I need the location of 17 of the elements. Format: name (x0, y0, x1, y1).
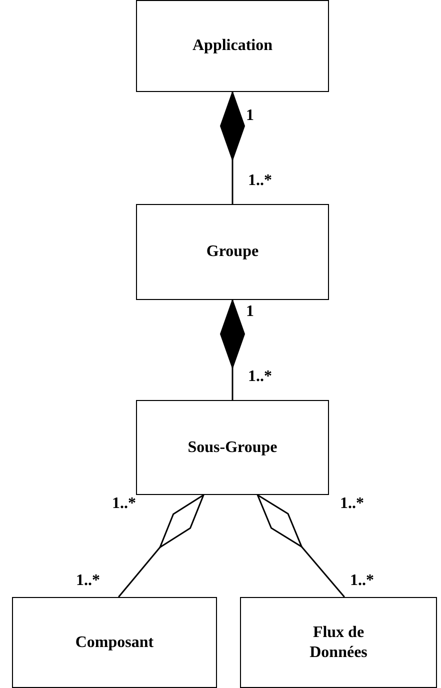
class-box: Sous-Groupe (136, 400, 329, 495)
aggregation-connector (256, 494, 345, 598)
multiplicity-label: 1..* (112, 495, 136, 513)
composition-connector (220, 92, 245, 204)
multiplicity-label: 1 (246, 107, 254, 125)
multiplicity-label: 1..* (248, 172, 272, 190)
multiplicity-label: 1..* (248, 368, 272, 386)
multiplicity-label: 1 (246, 303, 254, 321)
multiplicity-label: 1..* (76, 572, 100, 590)
class-box: Groupe (136, 204, 329, 300)
class-box: Composant (12, 597, 217, 688)
class-box: Flux de Données (240, 597, 437, 688)
composition-connector (220, 300, 245, 400)
aggregation-connector (118, 494, 204, 598)
multiplicity-label: 1..* (340, 495, 364, 513)
class-box: Application (136, 0, 329, 92)
multiplicity-label: 1..* (350, 572, 374, 590)
